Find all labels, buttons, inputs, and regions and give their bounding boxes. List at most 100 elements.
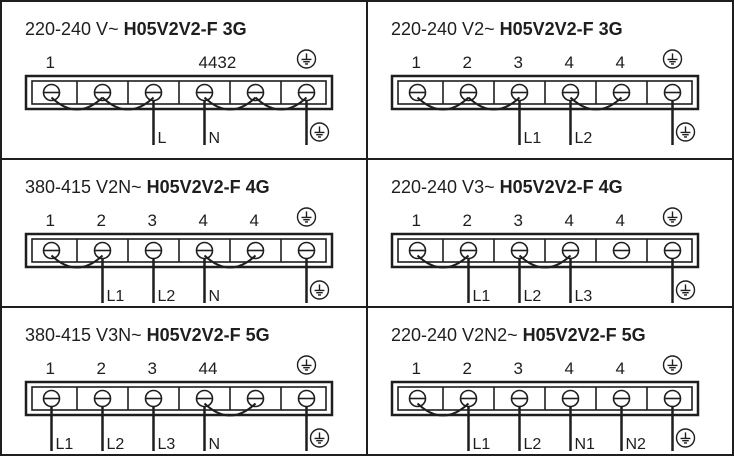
terminal-number: 1 <box>46 359 55 378</box>
wire-label: L3 <box>575 288 593 305</box>
terminal-number: 4 <box>565 53 574 72</box>
terminal-block <box>24 380 334 417</box>
terminal-number: 2 <box>97 359 106 378</box>
screw-terminal-icon <box>612 241 631 260</box>
terminal-number: 1 <box>46 211 55 230</box>
panel-title: 220-240 V2~H05V2V2-F 3G <box>391 19 623 39</box>
wire-label: N <box>209 436 221 453</box>
terminal-block <box>390 380 700 417</box>
terminal-number: 3 <box>148 359 157 378</box>
wire-label: L <box>158 130 167 147</box>
screw-terminal-icon <box>297 389 316 408</box>
terminal-block <box>390 232 700 269</box>
terminal-number: 3 <box>514 211 523 230</box>
screw-terminal-icon <box>612 389 631 408</box>
earth-ground-icon <box>662 355 683 375</box>
terminal-number: 2 <box>463 211 472 230</box>
voltage-label: 380-415 V3N~ <box>25 325 142 345</box>
wire-label: L2 <box>524 436 542 453</box>
earth-ground-icon <box>296 49 317 69</box>
bridge-jumper <box>416 254 470 269</box>
screw-terminal-icon <box>408 389 427 408</box>
panel-title: 220-240 V~H05V2V2-F 3G <box>25 19 247 39</box>
wire-label: L1 <box>473 436 491 453</box>
earth-ground-icon <box>296 207 317 227</box>
wire-label: L3 <box>158 436 176 453</box>
screw-terminal-icon <box>612 83 631 102</box>
wire-label: N2 <box>626 436 647 453</box>
terminal-number: 3 <box>514 53 523 72</box>
earth-ground-icon <box>309 280 330 300</box>
screw-terminal-icon <box>663 241 682 260</box>
wire-label: L1 <box>524 130 542 147</box>
terminal-number: 3 <box>514 359 523 378</box>
panel-title: 380-415 V2N~H05V2V2-F 4G <box>25 177 270 197</box>
screw-terminal-icon <box>561 389 580 408</box>
cable-type-label: H05V2V2-F 3G <box>124 19 247 39</box>
cable-type-label: H05V2V2-F 5G <box>147 325 270 345</box>
bridge-jumper <box>203 254 257 269</box>
earth-ground-icon <box>675 280 696 300</box>
bridge-jumper <box>203 402 257 417</box>
screw-terminal-icon <box>195 241 214 260</box>
screw-terminal-icon <box>663 389 682 408</box>
screw-terminal-icon <box>246 389 265 408</box>
terminal-number: 3 <box>148 211 157 230</box>
voltage-label: 220-240 V3~ <box>391 177 495 197</box>
bridge-jumper <box>50 96 104 111</box>
terminal-number: 4 <box>565 211 574 230</box>
wire-label: L1 <box>56 436 74 453</box>
screw-terminal-icon <box>93 389 112 408</box>
screw-terminal-icon <box>561 241 580 260</box>
screw-terminal-icon <box>144 83 163 102</box>
earth-ground-icon <box>675 122 696 142</box>
terminal-block <box>390 74 700 111</box>
earth-ground-icon <box>675 428 696 448</box>
terminal-number: 1 <box>412 211 421 230</box>
screw-terminal-icon <box>144 241 163 260</box>
bridge-jumper <box>50 254 104 269</box>
terminal-number: 2 <box>97 211 106 230</box>
wire-label: L2 <box>575 130 593 147</box>
earth-ground-icon <box>662 49 683 69</box>
voltage-label: 220-240 V~ <box>25 19 119 39</box>
terminal-number: 1 <box>412 359 421 378</box>
screw-terminal-icon <box>459 389 478 408</box>
terminal-number: 1 <box>412 53 421 72</box>
cable-type-label: H05V2V2-F 5G <box>523 325 646 345</box>
terminal-number: 1 <box>46 53 55 72</box>
bridge-jumper <box>518 254 572 269</box>
terminal-block <box>24 74 334 111</box>
cable-type-label: H05V2V2-F 4G <box>500 177 623 197</box>
terminal-number: 4 <box>565 359 574 378</box>
terminal-number: 2 <box>463 53 472 72</box>
screw-terminal-icon <box>663 83 682 102</box>
earth-ground-icon <box>296 355 317 375</box>
bridge-jumper <box>101 96 155 111</box>
screw-terminal-icon <box>144 389 163 408</box>
screw-terminal-icon <box>561 83 580 102</box>
screw-terminal-icon <box>93 83 112 102</box>
cable-type-label: H05V2V2-F 3G <box>500 19 623 39</box>
wire-label: L2 <box>107 436 125 453</box>
terminal-number: 2 <box>463 359 472 378</box>
terminal-number: 4 <box>616 359 625 378</box>
screw-terminal-icon <box>42 389 61 408</box>
terminal-number: 4 <box>616 53 625 72</box>
terminal-number: 4 <box>250 211 259 230</box>
wire-label: L1 <box>107 288 125 305</box>
wire-label: L2 <box>158 288 176 305</box>
terminal-number: 4432 <box>199 53 237 72</box>
wiring-panel: 220-240 V2~H05V2V2-F 3G 1 2 3 4 4L1 L2 <box>390 19 700 147</box>
screw-terminal-icon <box>510 389 529 408</box>
screw-terminal-icon <box>195 83 214 102</box>
earth-ground-icon <box>309 122 330 142</box>
earth-ground-icon <box>662 207 683 227</box>
bridge-jumper <box>467 96 521 111</box>
